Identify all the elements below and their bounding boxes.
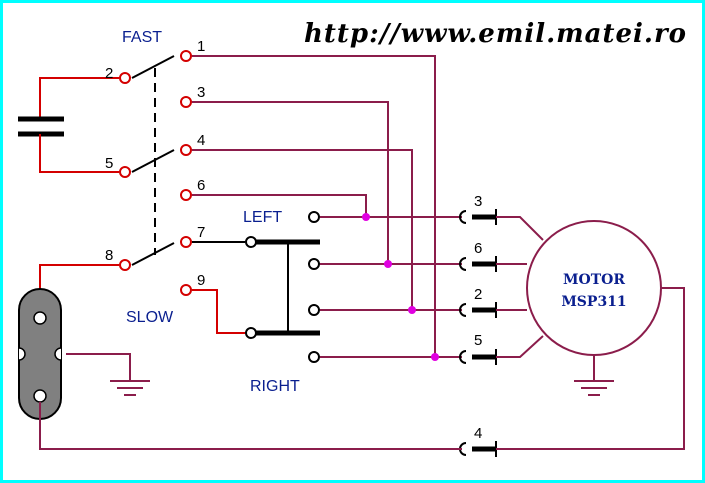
- switch-blade-lower: [131, 242, 175, 266]
- terminal-7: [180, 236, 192, 248]
- connector-number: 5: [474, 332, 482, 349]
- motor-wiring: [192, 55, 462, 361]
- switch-blade-middle: [131, 149, 175, 173]
- terminal-3: [180, 96, 192, 108]
- terminal-5: [119, 166, 131, 178]
- terminal-number: 4: [197, 132, 205, 149]
- terminal-6: [180, 189, 192, 201]
- terminal-number: 8: [105, 247, 113, 264]
- connector-number: 2: [474, 286, 482, 303]
- site-url: http://www.emil.matei.ro: [304, 19, 687, 49]
- motor-connectors: 3 6 2 5 4: [459, 193, 544, 457]
- motor-body: [526, 220, 662, 356]
- motor-name: MOTOR: [563, 272, 625, 288]
- terminal-number: 6: [197, 177, 205, 194]
- terminal-number: 3: [197, 84, 205, 101]
- fast-label: FAST: [122, 29, 162, 46]
- junction-dot: [408, 306, 416, 314]
- junction-dot: [431, 353, 439, 361]
- motor-model: MSP311: [561, 294, 626, 310]
- motor: MOTOR MSP311: [496, 220, 685, 450]
- terminal-number: 9: [197, 272, 205, 289]
- power-socket: [18, 288, 462, 450]
- direction-switch: LEFT RIGHT: [192, 209, 320, 395]
- junction-dot: [384, 260, 392, 268]
- junction-dot: [362, 213, 370, 221]
- connector-number: 6: [474, 240, 482, 257]
- left-label: LEFT: [243, 209, 282, 226]
- terminal-1: [180, 50, 192, 62]
- terminal-2: [119, 72, 131, 84]
- terminal-number: 2: [105, 65, 113, 82]
- speed-switch: FAST SLOW 1 2 3 4 5 6 7 8 9: [39, 29, 245, 334]
- connector-number: 4: [474, 425, 482, 442]
- diagram-frame: http://www.emil.matei.ro FAST SLOW 1: [3, 3, 702, 480]
- terminal-8: [119, 259, 131, 271]
- terminal-number: 5: [105, 155, 113, 172]
- wire-motor-4: [496, 287, 685, 450]
- terminal-number: 7: [197, 224, 205, 241]
- terminal-9: [180, 284, 192, 296]
- right-label: RIGHT: [250, 378, 300, 395]
- terminal-4: [180, 144, 192, 156]
- connector-number: 3: [474, 193, 482, 210]
- wiring-diagram: http://www.emil.matei.ro FAST SLOW 1: [18, 19, 687, 457]
- wire-terminal-9: [192, 289, 245, 334]
- switch-blade-upper: [131, 55, 175, 79]
- slow-label: SLOW: [126, 309, 174, 326]
- capacitor: [18, 77, 119, 173]
- wire-terminal-8: [39, 264, 119, 290]
- terminal-number: 1: [197, 38, 205, 55]
